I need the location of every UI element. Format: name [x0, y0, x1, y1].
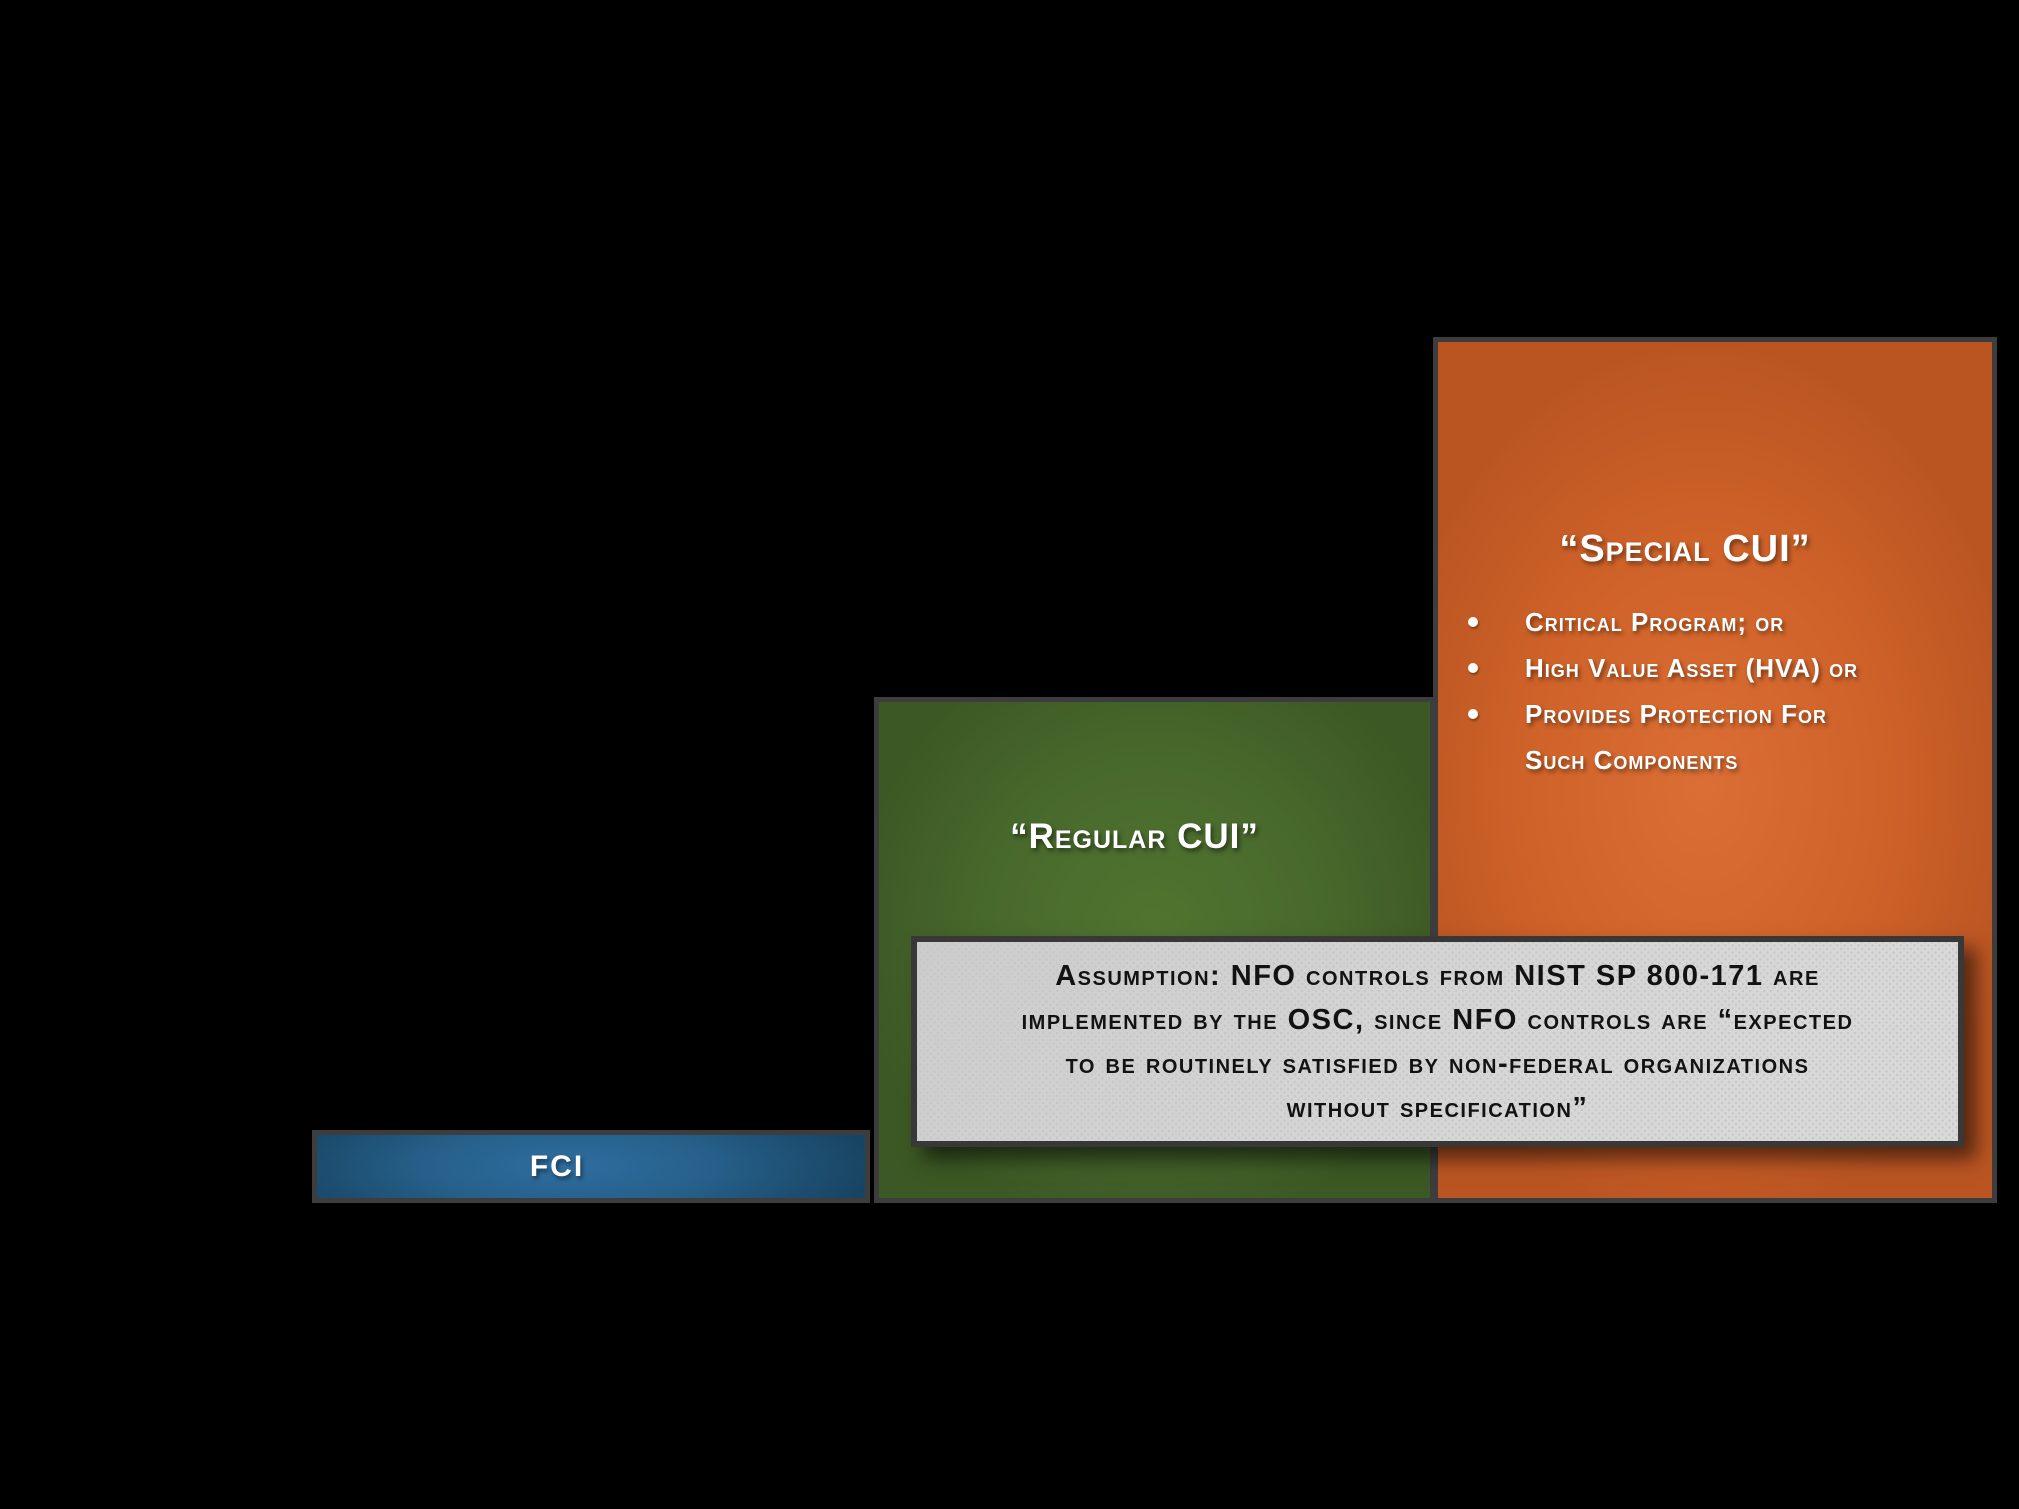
- bullet-item-provides-protection: Provides Protection For Such Components: [1468, 691, 1992, 783]
- fci-bar: FCI: [312, 1130, 870, 1203]
- bullet-dot-icon: [1468, 709, 1478, 719]
- special-cui-title: “Special CUI”: [1559, 528, 1811, 570]
- bullet-text-line: High Value Asset (HVA) or: [1525, 653, 1859, 683]
- bullet-item-high-value-asset: High Value Asset (HVA) or: [1468, 645, 1992, 691]
- assumption-line-1: Assumption: NFO controls from NIST SP 80…: [1055, 959, 1820, 992]
- bullet-text-line: Critical Program; or: [1525, 607, 1785, 637]
- bullet-item-critical-program: Critical Program; or: [1468, 599, 1992, 645]
- special-cui-bullet-list: Critical Program; or High Value Asset (H…: [1438, 599, 1992, 783]
- regular-cui-title: “Regular CUI”: [1010, 817, 1259, 856]
- assumption-line-3: to be routinely satisfied by non-federal…: [1065, 1047, 1810, 1080]
- bullet-text-line: Such Components: [1525, 745, 1739, 775]
- bullet-text-line: Provides Protection For: [1525, 699, 1828, 729]
- bullet-dot-icon: [1468, 617, 1478, 627]
- assumption-line-4: without specification”: [1286, 1091, 1589, 1124]
- bullet-dot-icon: [1468, 663, 1478, 673]
- assumption-line-2: implemented by the OSC, since NFO contro…: [1021, 1003, 1854, 1036]
- bullet-text: Provides Protection For Such Components: [1525, 691, 1985, 783]
- fci-label: FCI: [529, 1149, 585, 1183]
- assumption-box: Assumption: NFO controls from NIST SP 80…: [911, 936, 1964, 1147]
- bullet-text: Critical Program; or: [1525, 599, 1985, 645]
- bullet-text: High Value Asset (HVA) or: [1525, 645, 1985, 691]
